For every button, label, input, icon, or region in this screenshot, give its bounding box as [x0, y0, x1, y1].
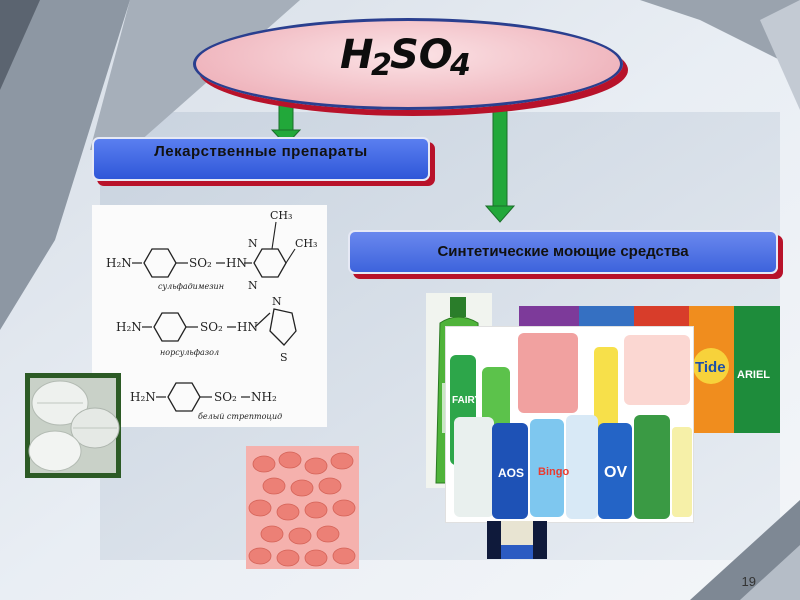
white-tablets-photo: [25, 373, 121, 478]
s2-hn: HN: [237, 320, 258, 334]
chemical-structures: H₂N SO₂ HN N N CH₃ CH₃ сульфадимезин H₂N: [92, 205, 327, 427]
s2-so2: SO₂: [200, 320, 223, 334]
s1-h2n: H₂N: [106, 256, 132, 270]
s1-n1: N: [248, 237, 258, 250]
structure-streptocide: H₂N SO₂ NH₂ белый стрептоцид: [130, 382, 282, 421]
s1-ch3-right: CH₃: [295, 237, 317, 250]
s1-so2: SO₂: [189, 256, 212, 270]
s3-nh2: NH₂: [251, 390, 277, 404]
formula-sub-4: 4: [450, 48, 471, 83]
s2-s: S: [280, 351, 288, 364]
bg-stripe-top-right: [640, 0, 800, 70]
s3-h2n: H₂N: [130, 390, 156, 404]
fairy-label: FAIRY: [452, 395, 481, 406]
s2-label: норсульфазол: [160, 348, 219, 357]
bingo-label: Bingo: [538, 466, 569, 478]
detergents-photo: FAIRY Bingo AOS OV: [445, 326, 694, 523]
s1-ch3-top: CH₃: [270, 209, 292, 222]
aos-label: AOS: [498, 466, 524, 480]
formula-h2so4: H 2 SO 4: [340, 32, 480, 92]
structure-norsulfazole: H₂N SO₂ HN N S норсульфазол: [116, 295, 297, 364]
s1-hn: HN: [226, 256, 247, 270]
medicines-box: Лекарственные препараты: [92, 137, 430, 181]
formula-sub-2: 2: [371, 48, 392, 83]
tide-label: Tide: [695, 359, 726, 376]
s2-n: N: [272, 295, 282, 308]
pink-tablets-photo: [246, 446, 359, 569]
bottle-bottom-photo: [487, 521, 547, 559]
s3-so2: SO₂: [214, 390, 237, 404]
s1-label: сульфадимезин: [158, 282, 224, 291]
bg-stripe-left: [0, 0, 130, 330]
arrow-to-detergents: [484, 91, 516, 223]
formula-so: SO: [390, 32, 453, 78]
detergents-box: Синтетические моющие средства: [348, 230, 778, 274]
s2-h2n: H₂N: [116, 320, 142, 334]
s1-n2: N: [248, 279, 258, 292]
structure-sulfadimidine: H₂N SO₂ HN N N CH₃ CH₃ сульфадимезин: [106, 209, 317, 292]
formula-ellipse: [193, 18, 623, 110]
ariel-label: ARIEL: [737, 369, 770, 381]
page-number: 19: [741, 574, 756, 589]
formula-h: H: [340, 32, 374, 78]
ov-label: OV: [604, 464, 627, 481]
s3-label: белый стрептоцид: [198, 412, 282, 421]
